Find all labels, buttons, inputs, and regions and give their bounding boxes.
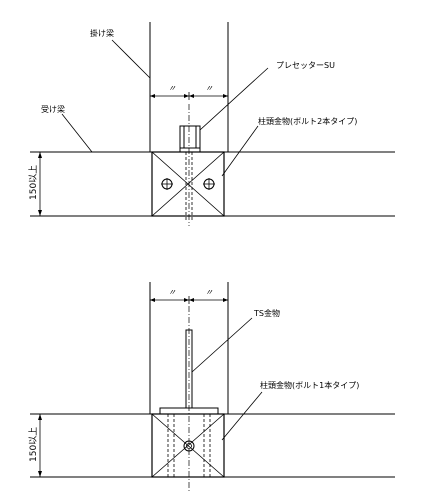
- leader-ts-hardware: [191, 317, 253, 373]
- presetter-label: プレセッターSU: [276, 61, 335, 70]
- ts-hardware-label: TS金物: [253, 308, 280, 318]
- receiving-beam-label: 受け梁: [41, 104, 65, 114]
- leader-column-hardware-top: [221, 125, 259, 177]
- top-width-dimension: [149, 92, 229, 100]
- leader-receiving-beam: [61, 113, 93, 153]
- leader-hanging-beam: [111, 39, 151, 79]
- bottom-height-dimension: [30, 413, 46, 478]
- presetter-su-bracket: [179, 125, 201, 222]
- top-detail: 〃 〃: [28, 22, 395, 226]
- leader-presetter: [199, 67, 269, 131]
- top-dim-left-mark: 〃: [168, 84, 176, 93]
- top-height-label: 150以上: [28, 165, 39, 200]
- leader-column-hardware-bottom: [221, 391, 263, 441]
- top-dim-right-mark: 〃: [205, 84, 213, 93]
- bottom-height-label: 150以上: [28, 427, 39, 462]
- hanging-beam-label: 掛け梁: [90, 28, 114, 38]
- column-hardware-bottom-label: 柱頭金物(ボルト1本タイプ): [260, 380, 359, 390]
- top-height-dimension: [30, 151, 46, 217]
- bottom-dim-left-mark: 〃: [168, 288, 176, 297]
- column-hardware-top-label: 柱頭金物(ボルト2本タイプ): [258, 116, 357, 126]
- column-head-hardware-1bolt: [151, 413, 225, 478]
- column-head-hardware-2bolt: [151, 151, 225, 217]
- bottom-dim-right-mark: 〃: [205, 288, 213, 297]
- bottom-detail: 〃 〃 150以上: [28, 282, 395, 492]
- bottom-width-dimension: [149, 296, 229, 304]
